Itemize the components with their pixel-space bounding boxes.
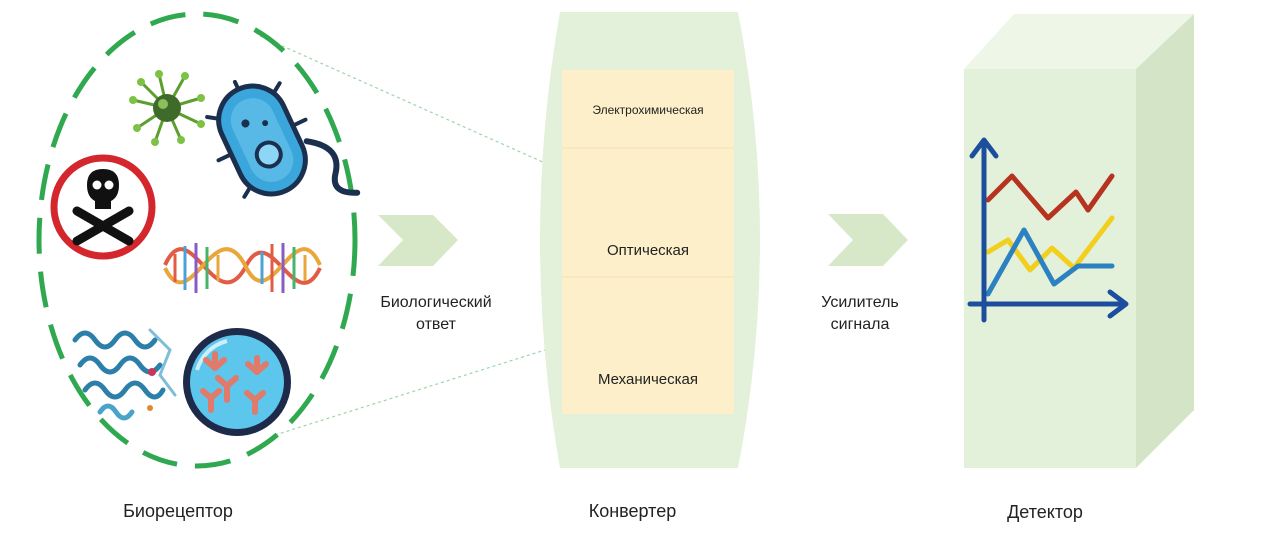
converter-box-mechanical (562, 276, 734, 414)
converter-box-optical (562, 148, 734, 278)
flow-arrow-1 (378, 215, 458, 266)
amplifier-label: Усилитель сигнала (795, 292, 925, 336)
protein-icon (72, 328, 177, 421)
converter-type-mechanical: Механическая (597, 371, 699, 388)
antibody-petri-icon (183, 328, 291, 436)
detector-box-side (1136, 14, 1194, 468)
dna-icon (163, 243, 322, 293)
converter-type-electrochemical: Электрохимическая (592, 103, 704, 117)
converter-type-optical: Оптическая (606, 242, 690, 259)
bioreceptor-ellipse (36, 11, 358, 469)
graph-line-red (985, 173, 1115, 221)
bioreceptor-label: Биорецептор (123, 501, 233, 521)
bio-response-label: Биологический ответ (366, 292, 506, 336)
graph-icon (967, 137, 1129, 323)
detector-box-top (964, 14, 1194, 69)
flow-arrow-2 (828, 214, 908, 266)
virus-icon (129, 70, 205, 146)
bacteria-icon (205, 79, 361, 199)
detector-label: Детектор (1007, 502, 1083, 522)
graph-line-blue (985, 227, 1115, 297)
projection-line-bottom (274, 349, 546, 436)
poison-sign-icon (50, 154, 156, 260)
amplifier-line1: Усилитель (821, 294, 899, 311)
bio-response-line1: Биологический (380, 294, 492, 311)
projection-line-top (259, 35, 546, 164)
amplifier-line2: сигнала (830, 316, 890, 333)
converter-label: Конвертер (588, 501, 677, 521)
converter-box-electrochemical (562, 70, 734, 150)
bio-response-line2: ответ (416, 316, 456, 333)
